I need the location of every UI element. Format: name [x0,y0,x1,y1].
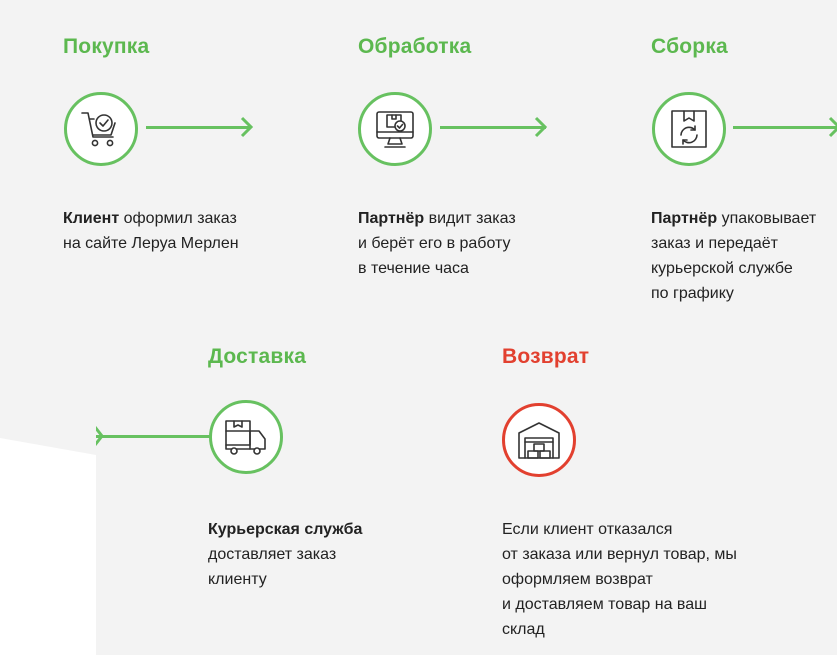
monitor-box-icon [376,111,414,148]
step-circle-processing [358,92,432,166]
step-title-purchase: Покупка [63,35,150,58]
step-title-delivery: Доставка [208,345,307,368]
step-actor-purchase: Клиент [63,210,120,227]
connector-line-4 [96,435,211,438]
step-actor-delivery: Курьерская служба [208,521,363,538]
arrow-right-icon [828,116,837,138]
background-bottom [96,440,837,655]
step-circle-purchase [64,92,138,166]
step-text-delivery: доставляет заказ клиенту [208,546,337,588]
step-description-purchase: Клиент оформил заказ на сайте Леруа Мерл… [63,206,239,256]
background-top [0,0,837,460]
step-description-return: Если клиент отказался от заказа или верн… [502,517,737,642]
cart-check-icon [81,112,116,147]
step-circle-return [502,403,576,477]
step-circle-assembly [652,92,726,166]
arrow-right-icon [240,116,254,138]
step-title-assembly: Сборка [651,35,728,58]
connector-line-1 [146,126,250,129]
arrow-right-icon [534,116,548,138]
step-text-purchase: оформил заказ на сайте Леруа Мерлен [63,210,239,252]
delivery-truck-icon [225,420,266,455]
arrow-right-icon [96,426,104,446]
package-cycle-icon [671,110,707,148]
step-text-return: Если клиент отказался от заказа или верн… [502,521,737,638]
step-text-assembly: упаковывает заказ и передаёт курьерской … [651,210,817,302]
step-circle-delivery [209,400,283,474]
warehouse-icon [518,422,560,459]
step-description-assembly: Партнёр упаковывает заказ и передаёт кур… [651,206,816,306]
connector-line-2 [440,126,546,129]
step-text-processing: видит заказ и берёт его в работу в течен… [358,210,516,277]
step-actor-processing: Партнёр [358,210,425,227]
step-description-processing: Партнёр видит заказ и берёт его в работу… [358,206,516,281]
step-description-delivery: Курьерская служба доставляет заказ клиен… [208,517,362,592]
step-actor-assembly: Партнёр [651,210,718,227]
step-title-processing: Обработка [358,35,472,58]
step-title-return: Возврат [502,345,590,368]
connector-line-3 [733,126,837,129]
